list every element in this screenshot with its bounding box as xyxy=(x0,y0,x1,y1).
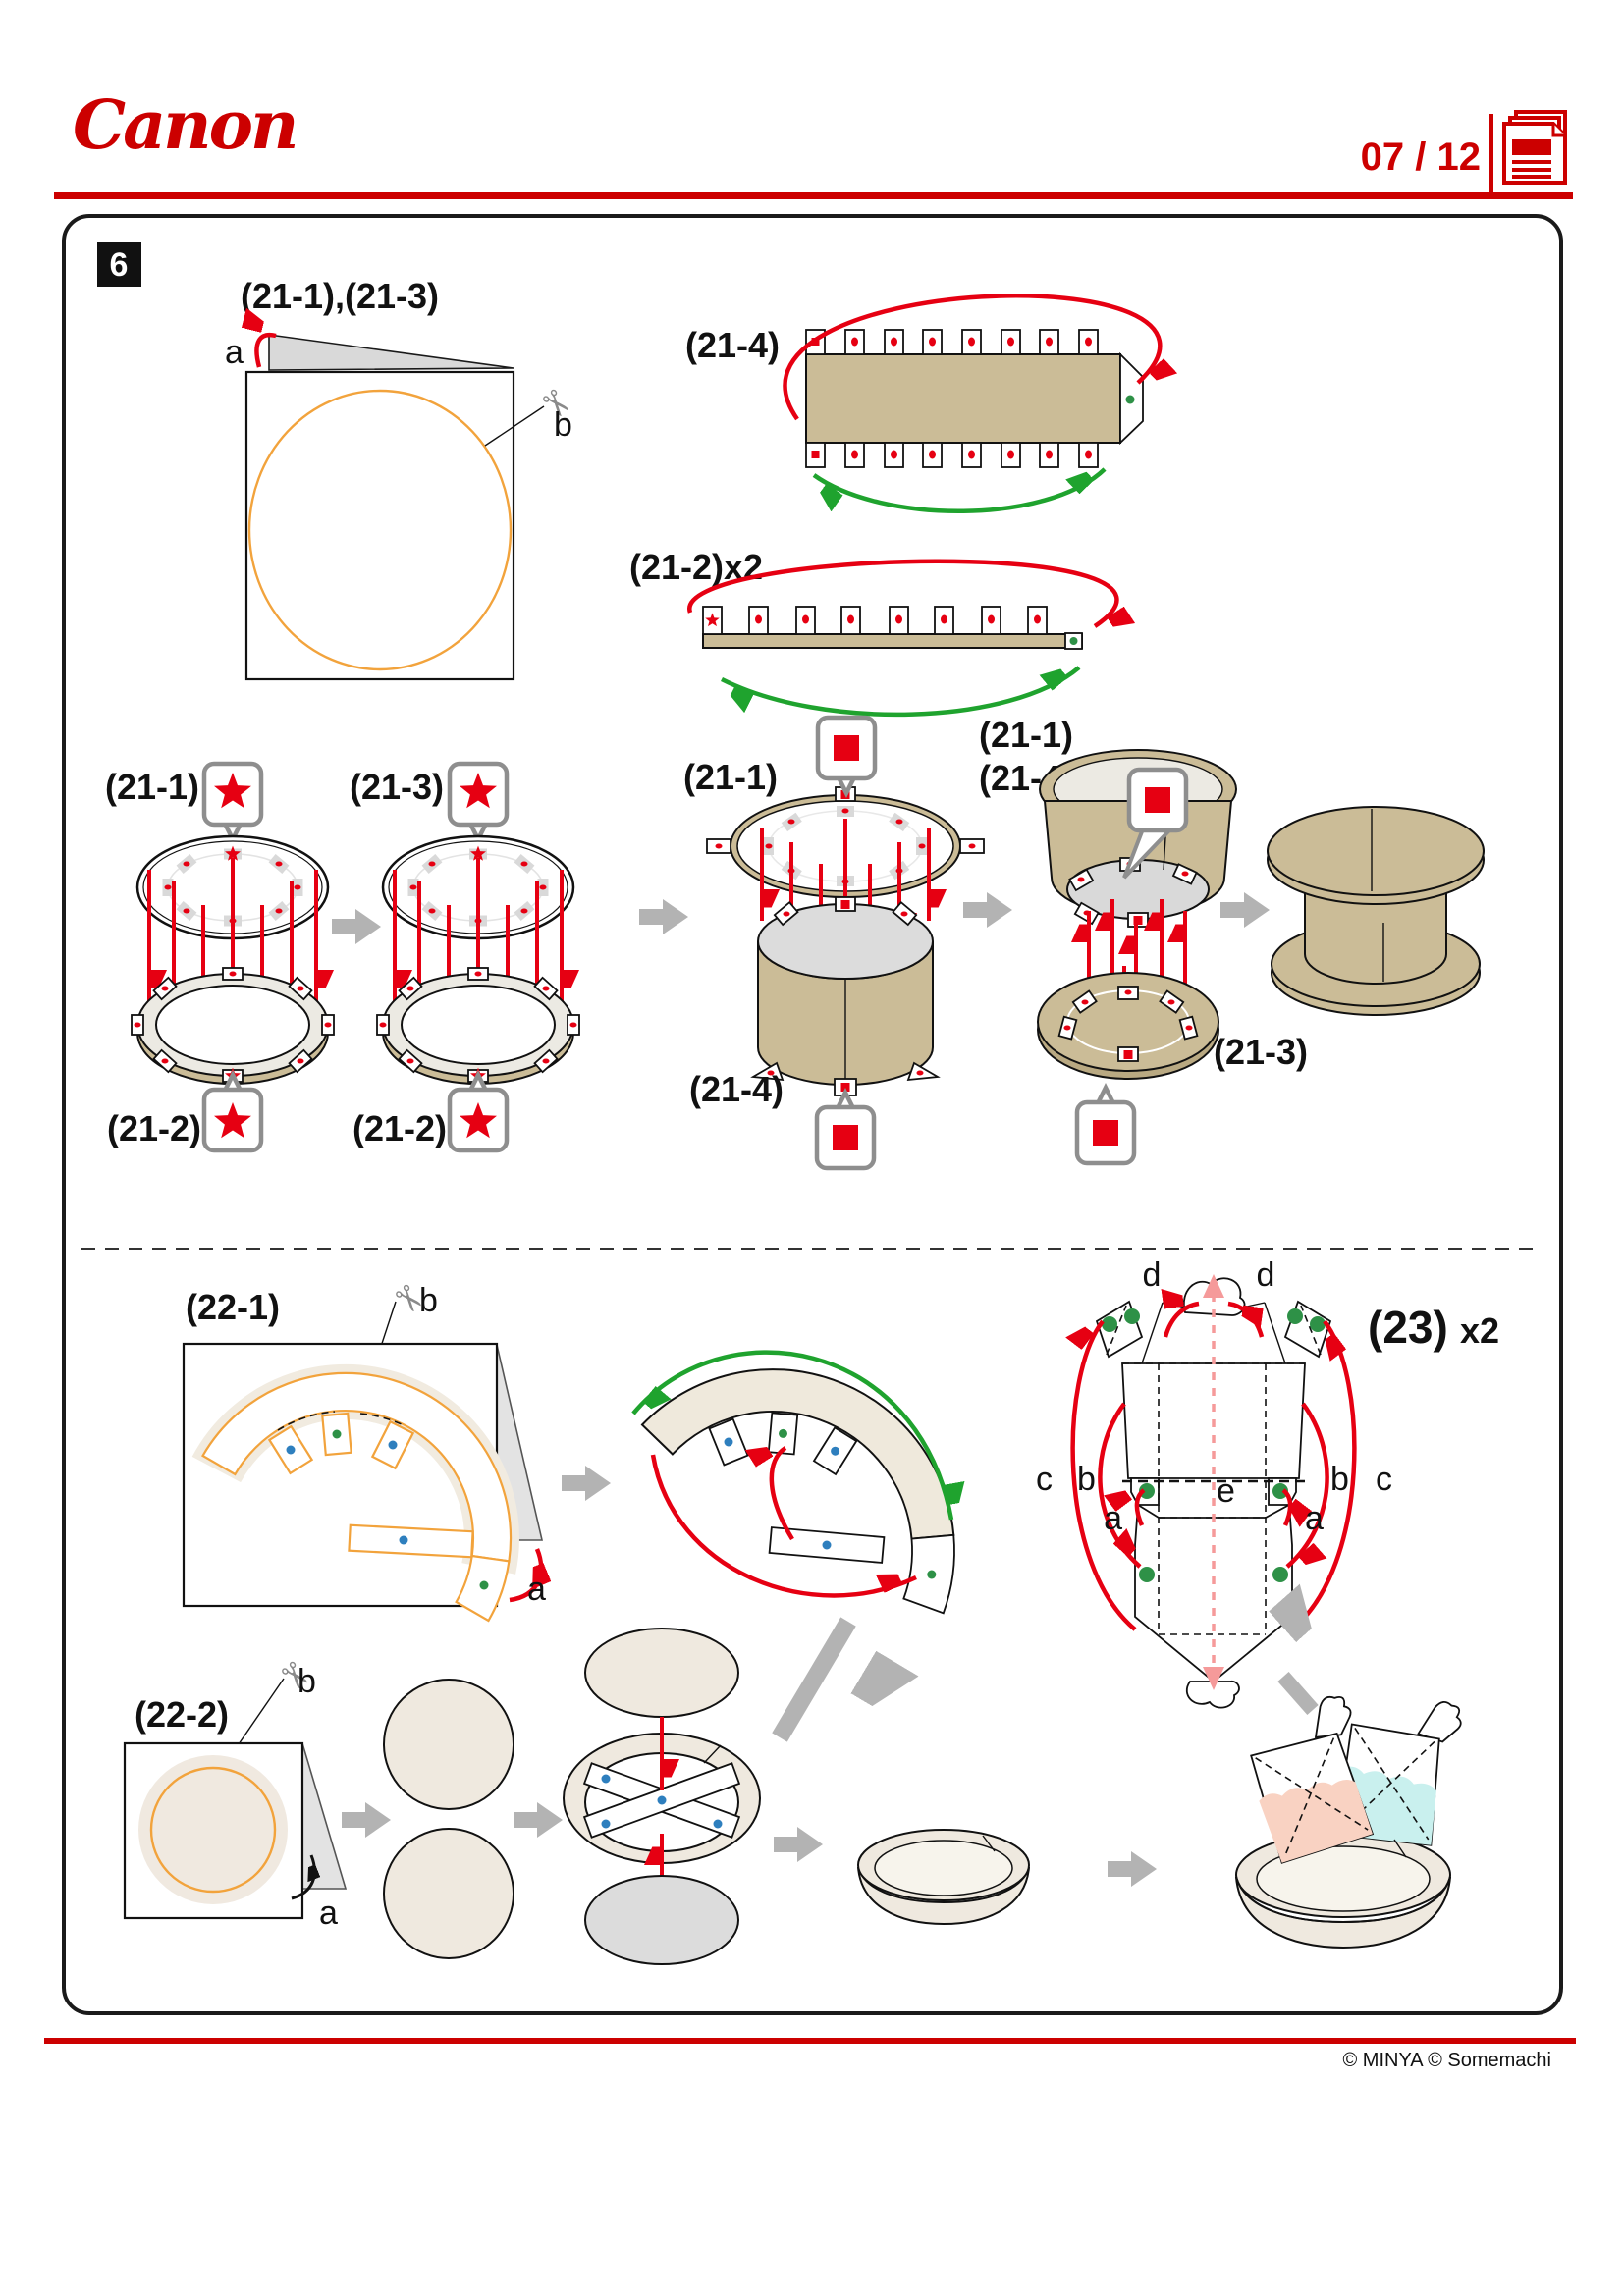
strip-21-2-tabs xyxy=(702,606,1083,650)
label-23: (23) xyxy=(1368,1302,1448,1353)
letter-b: b xyxy=(554,406,572,444)
next-arrow-2 xyxy=(639,899,688,934)
letter-c-1: c xyxy=(1036,1461,1053,1498)
label-step1-top: (21-1) xyxy=(105,767,199,807)
label-step4-disc: (21-3) xyxy=(1214,1032,1308,1072)
instruction-panel: 6 (21-1),(21-3) a ✂ b (21-4) (21-2)x2 xyxy=(62,214,1563,2015)
label-22-2: (22-2) xyxy=(135,1694,229,1735)
label-step2-top: (21-3) xyxy=(350,767,444,807)
diagram-strip-21-4: (21-4) xyxy=(685,294,1160,514)
letter-d-2: d xyxy=(1257,1256,1275,1294)
label-21-4: (21-4) xyxy=(685,325,780,365)
fold-arrow-a-2 xyxy=(509,1548,541,1603)
diagram-arc-piece xyxy=(631,1350,955,1615)
step-number: 6 xyxy=(110,246,129,284)
letter-c-2: c xyxy=(1376,1461,1392,1498)
join-arrow-red-big xyxy=(650,1454,917,1598)
arc-band xyxy=(640,1368,955,1540)
next-arrow-8 xyxy=(774,1827,823,1862)
roll-arrow-red xyxy=(783,294,1160,421)
diagram-final-bowl xyxy=(1235,1695,1462,1949)
next-arrow-3 xyxy=(963,892,1012,928)
letter-b-2: b xyxy=(419,1282,438,1319)
next-arrow-7 xyxy=(514,1802,563,1838)
copyright: © MINYA © Somemachi xyxy=(1342,2050,1552,2071)
label-step4-top1: (21-1) xyxy=(979,715,1073,755)
next-arrow-1 xyxy=(332,909,381,944)
diagram-ring-assembly xyxy=(563,1628,761,1965)
wrapper-tail xyxy=(1185,1680,1240,1709)
instruction-diagram: 6 (21-1),(21-3) a ✂ b (21-4) (21-2)x2 xyxy=(81,242,1543,1965)
letter-b-5: b xyxy=(298,1663,316,1700)
page-indicator: 07 / 12 xyxy=(1360,135,1481,179)
label-step3-top: (21-1) xyxy=(683,757,778,797)
circle-cutline xyxy=(149,1766,277,1894)
roll-arrow-green-2 xyxy=(720,667,1081,718)
letter-a-5: a xyxy=(319,1895,338,1932)
letter-b-4: b xyxy=(1330,1461,1349,1498)
label-step2-bottom: (21-2) xyxy=(352,1108,447,1148)
label-step1-bottom: (21-2) xyxy=(107,1108,201,1148)
candy-cyan xyxy=(1335,1701,1462,1846)
header-rule xyxy=(54,192,1573,199)
assembly-step-1: (21-1) (21-2) xyxy=(105,764,335,1150)
label-22-1: (22-1) xyxy=(186,1287,280,1327)
diagram-cut-squares: (21-1),(21-3) a ✂ b xyxy=(225,276,581,681)
roll-arrow-green xyxy=(812,469,1107,514)
letter-b-3: b xyxy=(1077,1461,1096,1498)
assembly-step-2: (21-3) (21-2) xyxy=(350,764,580,1150)
letter-a-4: a xyxy=(1305,1500,1324,1537)
letter-a-2: a xyxy=(527,1571,546,1608)
letter-a: a xyxy=(225,334,244,371)
join-arrow-red-small xyxy=(772,1448,794,1541)
next-arrow-4 xyxy=(1220,892,1270,928)
fold-flap xyxy=(268,334,514,371)
next-arrow-9 xyxy=(1108,1851,1157,1887)
canon-logo: Canon xyxy=(73,86,298,165)
pages-icon xyxy=(1502,110,1567,185)
assembly-step-4: (21-1) (21-4) (21-3) xyxy=(979,715,1308,1163)
diagram-23-template: (23) x2 d d c b e b c a a xyxy=(1036,1256,1499,1709)
label-23-qty: x2 xyxy=(1460,1310,1499,1351)
next-arrow-6 xyxy=(342,1802,391,1838)
curl-arrow-green xyxy=(631,1350,951,1521)
flow-arrow-diagonal-2 xyxy=(1283,1677,1313,1715)
roll-arrow-red-2 xyxy=(687,559,1116,626)
finished-spool xyxy=(1267,806,1485,1016)
cut-circle xyxy=(247,389,513,671)
label-step3-bottom: (21-4) xyxy=(689,1069,784,1109)
footer-rule xyxy=(44,2038,1576,2044)
fold-arrow-a xyxy=(256,335,277,368)
diagram-circle-pieces xyxy=(383,1679,514,1959)
assembly-step-3: (21-1) (21-4) xyxy=(683,718,985,1168)
diagram-strip-21-2: (21-2)x2 xyxy=(629,547,1116,718)
candy-pink xyxy=(1250,1695,1375,1864)
letter-a-3: a xyxy=(1104,1500,1122,1537)
step-badge: 6 xyxy=(97,242,141,287)
diagram-bowl xyxy=(857,1829,1030,1926)
letter-e: e xyxy=(1217,1472,1235,1510)
flow-arrow-diagonal-1 xyxy=(772,1617,848,1742)
diagram-22-1: (22-1) ✂ b a xyxy=(182,1275,546,1623)
diagram-22-2: (22-2) ✂ b a xyxy=(123,1652,348,1932)
fold-arrow-a-3 xyxy=(291,1854,314,1900)
next-arrow-5 xyxy=(562,1466,611,1501)
fold-flap-3 xyxy=(301,1742,348,1890)
label-21-1-21-3: (21-1),(21-3) xyxy=(241,276,439,316)
letter-d-1: d xyxy=(1143,1256,1162,1294)
circle-halo xyxy=(138,1755,288,1904)
header-divider xyxy=(1489,114,1493,194)
